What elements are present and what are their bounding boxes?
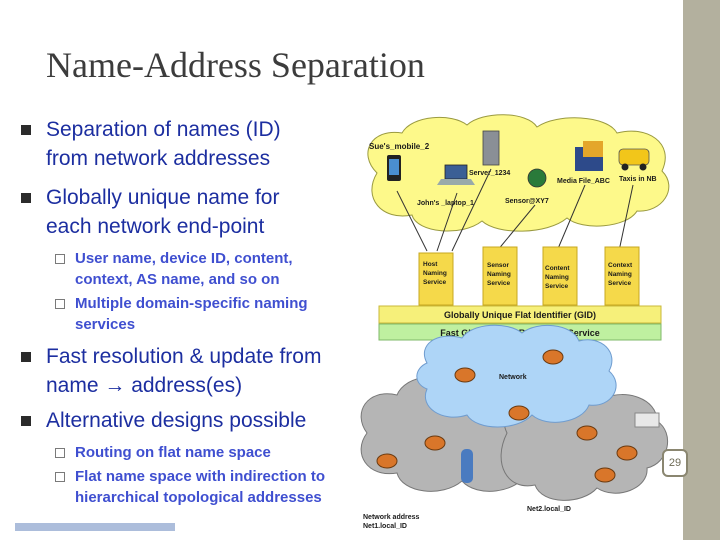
net1-label: Net1.local_ID [363,523,407,530]
subbullet-box-icon [55,448,65,458]
label-media-file: Media File_ABC [557,178,610,185]
service-1-line-1: Host [423,261,438,268]
page-number: 29 [662,449,688,477]
router-icon [616,445,638,461]
subbullet-b-2: Flat name space with indirection to hier… [55,466,326,508]
laptop-screen-icon [444,164,468,180]
subbullet-a-1: User name, device ID, content, context, … [55,248,293,290]
slide-title: Name-Address Separation [46,45,425,85]
subbullet-box-icon [55,299,65,309]
arrow-line [396,190,428,252]
arrow-line [451,168,492,252]
service-2-line-3: Service [487,280,511,287]
subbullet-a-2-line-2: services [75,316,136,333]
content-naming-service-box [542,246,578,306]
router-icon [594,467,616,483]
subbullet-a-2: Multiple domain-specific naming services [55,293,308,335]
bullet-3-line-2: name → address(es) [46,374,243,397]
bullet-square-icon [21,416,31,426]
server-icon [482,130,500,166]
router-icon [508,405,530,421]
footer-strip [15,523,175,531]
bullet-3-line-1: Fast resolution & update from [46,345,322,368]
router-icon [424,435,446,451]
gid-bar [378,305,662,324]
routers [376,349,638,483]
bullet-4: Alternative designs possible [21,406,307,435]
bullet-1-line-1: Separation of names (ID) [46,118,281,141]
subbullet-b-2-line-1: Flat name space with indirection to [75,468,326,485]
arrow-line [618,184,634,252]
network-cloud-main [416,324,617,428]
router-icon [454,367,476,383]
gid-bar-label: Globally Unique Flat Identifier (GID) [444,310,596,320]
taxi-wheel-icon [639,163,647,171]
service-3-line-1: Content [545,265,570,272]
bullet-1: Separation of names (ID) from network ad… [21,115,281,173]
router-icon [376,453,398,469]
network-address-label: Network address [363,514,420,521]
subbullet-b-1-line-1: Routing on flat name space [75,444,271,461]
label-johns-laptop: John's _laptop_1 [417,200,474,207]
access-point-icon [634,412,660,428]
service-2-line-2: Naming [487,271,511,278]
subbullet-a-1-line-2: context, AS name, and so on [75,271,280,288]
subbullet-box-icon [55,254,65,264]
bullet-1-line-2: from network addresses [46,147,271,170]
subbullet-a-2-line-1: Multiple domain-specific naming [75,295,308,312]
laptop-base-icon [437,179,475,185]
person-icon [461,449,473,483]
sensor-naming-service-box [482,246,518,306]
sensor-icon [527,168,547,188]
label-taxis: Taxis in NB [619,176,657,183]
service-1-line-3: Service [423,279,447,286]
subbullet-b-2-line-2: hierarchical topological addresses [75,489,322,506]
bullet-square-icon [21,193,31,203]
net2-label: Net2.local_ID [527,506,571,513]
taxi-wheel-icon [621,163,629,171]
arrow-line [556,184,586,252]
label-sensor: Sensor@XY7 [505,198,549,205]
devices-cloud [367,114,670,232]
arrow-line [496,204,536,252]
slide-side-band [683,0,720,540]
router-icon [576,425,598,441]
bullet-2: Globally unique name for each network en… [21,183,280,241]
router-icon [542,349,564,365]
architecture-diagram: Sue's_mobile_2 Server_1234 Media File_AB… [357,113,675,533]
subbullet-box-icon [55,472,65,482]
context-naming-service-box [604,246,640,306]
bullet-3: Fast resolution & update from name → add… [21,342,322,400]
subbullet-a-1-line-1: User name, device ID, content, [75,250,293,267]
service-4-line-2: Naming [608,271,632,278]
bullet-2-line-1: Globally unique name for [46,186,280,209]
service-4-line-3: Service [608,280,632,287]
network-label: Network [499,374,527,381]
bullet-square-icon [21,352,31,362]
host-naming-service-box [418,252,454,306]
subbullet-b-1: Routing on flat name space [55,442,271,463]
phone-screen-icon [389,159,399,175]
label-server: Server_1234 [469,170,510,177]
service-1-line-2: Naming [423,270,447,277]
bullet-2-line-2: each network end-point [46,215,265,238]
service-3-line-2: Naming [545,274,569,281]
service-3-line-3: Service [545,283,569,290]
taxi-icon [618,148,650,166]
bullet-square-icon [21,125,31,135]
bullet-4-line-1: Alternative designs possible [46,409,307,432]
service-2-line-1: Sensor [487,262,510,269]
media-file-icon-2 [583,141,603,157]
label-sues-mobile: Sue's_mobile_2 [369,142,430,151]
arrow-line [436,192,458,252]
service-4-line-1: Context [608,262,633,269]
